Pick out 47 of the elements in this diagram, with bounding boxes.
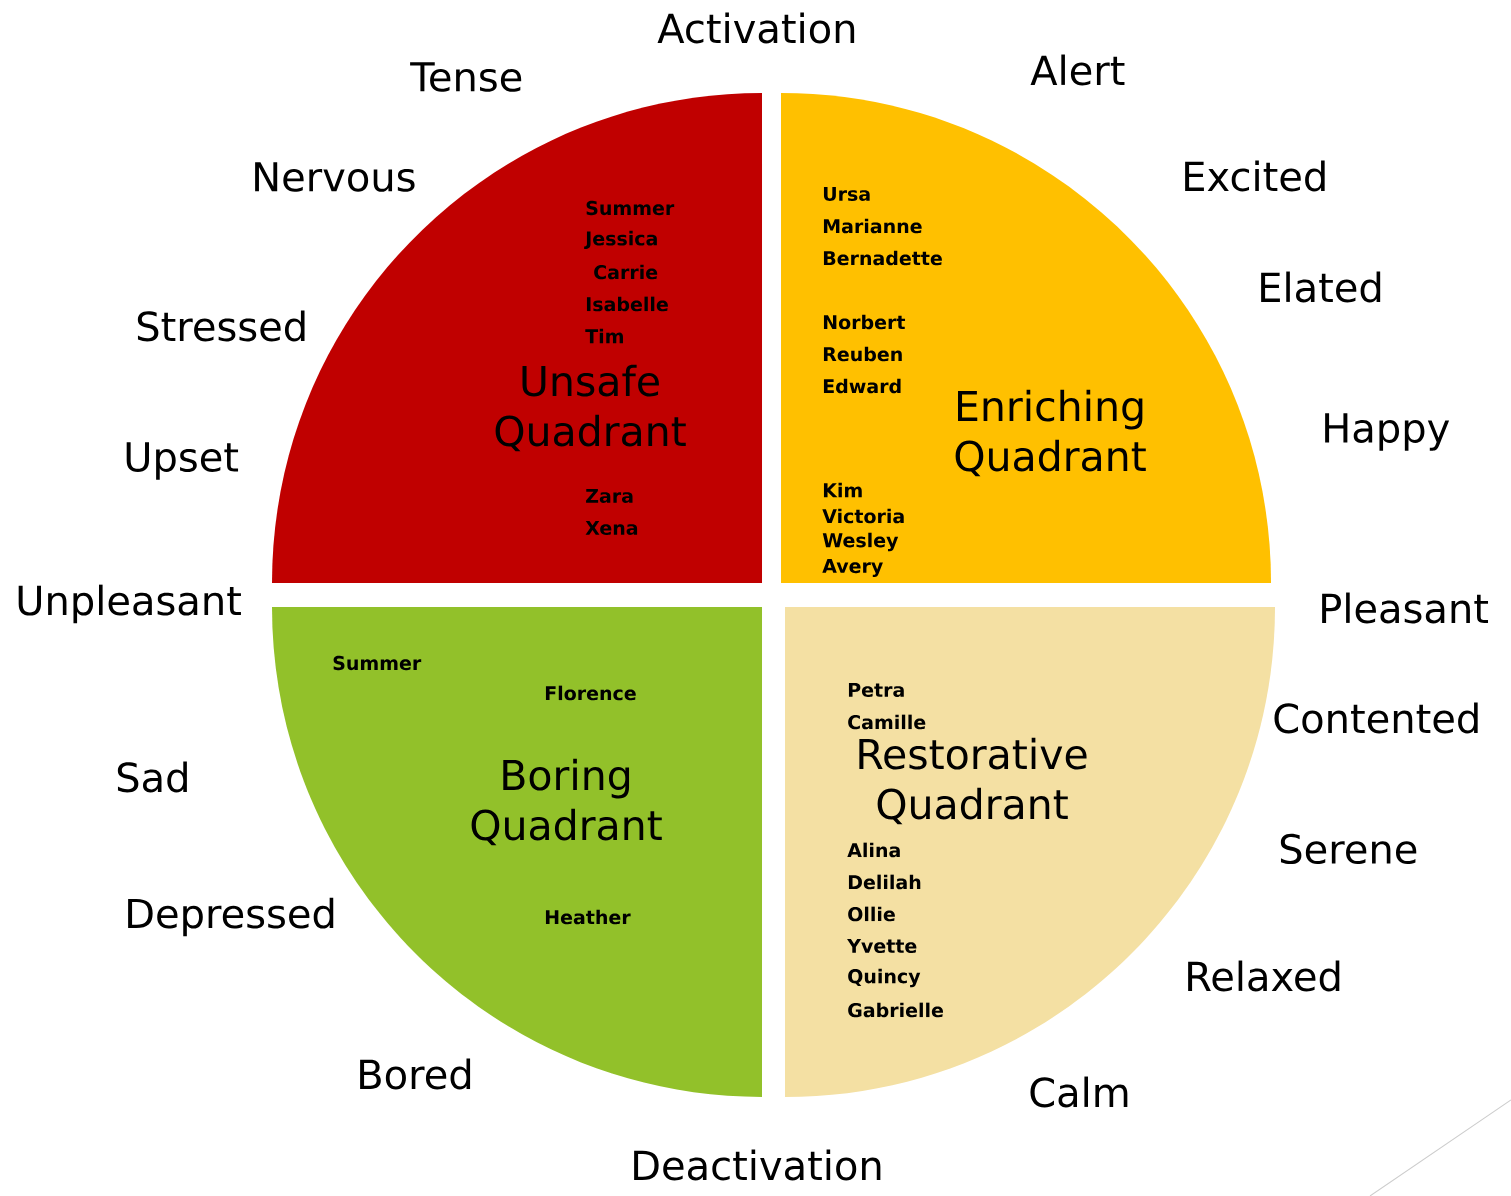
- name-label: Delilah: [848, 874, 921, 890]
- emotion-label: Sad: [117, 761, 187, 793]
- name-label: Florence: [545, 685, 636, 701]
- name-label: Petra: [848, 682, 904, 698]
- emotion-label: Bored: [360, 1058, 471, 1090]
- emotion-label: Relaxed: [1188, 960, 1340, 992]
- emotion-label: Contented: [1274, 702, 1478, 734]
- name-label: Tim: [585, 328, 623, 344]
- emotion-label: Depressed: [128, 897, 334, 937]
- emotion-label: Excited: [1185, 160, 1325, 192]
- quadrant-title: Enriching Quadrant: [955, 389, 1146, 477]
- name-label: Marianne: [823, 218, 922, 234]
- name-label: Carrie: [594, 264, 658, 280]
- name-label: Bernadette: [823, 250, 942, 266]
- emotion-label: Happy: [1325, 413, 1450, 451]
- name-label: Ollie: [848, 906, 895, 922]
- name-label: Xena: [585, 520, 638, 536]
- name-label: Wesley: [822, 532, 899, 552]
- name-label: Edward: [823, 378, 901, 394]
- emotion-label: Elated: [1261, 271, 1381, 303]
- name-label: Summer: [333, 655, 422, 671]
- name-label: Camille: [848, 714, 926, 730]
- name-label: Heather: [545, 909, 631, 925]
- emotion-label: Pleasant: [1322, 592, 1489, 624]
- name-label: Reuben: [823, 346, 902, 362]
- name-label: Gabrielle: [848, 1002, 943, 1018]
- name-label: Norbert: [823, 314, 906, 330]
- emotion-label: Stressed: [137, 310, 305, 342]
- name-label: Ursa: [823, 186, 870, 202]
- name-label: Quincy: [848, 968, 921, 988]
- emotion-label: Nervous: [255, 162, 415, 192]
- quadrant-title: Unsafe Quadrant: [495, 364, 686, 452]
- quadrant-title: Boring Quadrant: [471, 758, 662, 846]
- emotion-label: Unpleasant: [18, 584, 241, 624]
- name-label: Summer: [586, 200, 675, 216]
- name-label: Kim: [823, 482, 862, 498]
- name-label: Isabelle: [586, 296, 668, 312]
- emotion-label: Calm: [1030, 1076, 1128, 1108]
- name-label: Yvette: [847, 938, 917, 954]
- quadrant-title: Restorative Quadrant: [859, 737, 1087, 825]
- emotion-label: Activation: [657, 12, 855, 44]
- emotion-label: Deactivation: [634, 1149, 881, 1181]
- name-label: Avery: [822, 559, 883, 577]
- name-label: Jessica: [584, 230, 657, 250]
- name-label: Victoria: [822, 508, 904, 524]
- name-label: Zara: [586, 488, 633, 504]
- name-label: Alina: [847, 842, 900, 858]
